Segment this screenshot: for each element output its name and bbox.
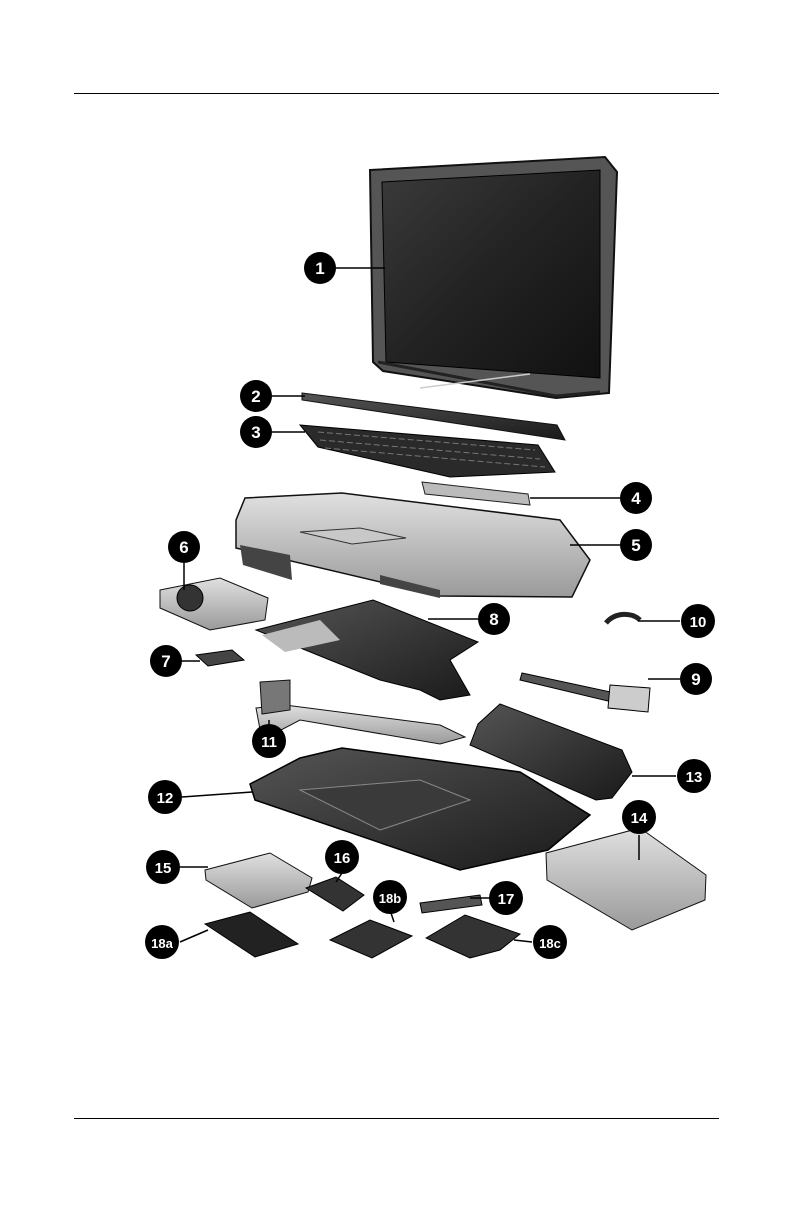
svg-text:5: 5: [631, 536, 640, 555]
svg-text:18a: 18a: [151, 936, 173, 951]
usb-audio-board: [520, 673, 650, 712]
svg-text:2: 2: [251, 387, 260, 406]
svg-text:16: 16: [334, 850, 351, 867]
svg-text:15: 15: [155, 860, 172, 877]
callout-2: 2: [240, 380, 272, 412]
callout-18b: 18b: [373, 880, 407, 914]
svg-text:11: 11: [261, 734, 277, 751]
svg-text:1: 1: [315, 259, 324, 278]
svg-text:4: 4: [631, 489, 641, 508]
callout-4: 4: [620, 482, 652, 514]
wlan-cover: [426, 915, 520, 958]
svg-text:7: 7: [161, 652, 170, 671]
svg-text:3: 3: [251, 423, 260, 442]
svg-text:8: 8: [489, 610, 498, 629]
memory-cover: [330, 920, 412, 958]
callout-6: 6: [168, 531, 200, 563]
power-cable: [606, 614, 640, 623]
optical-drive: [546, 828, 706, 930]
svg-text:17: 17: [498, 891, 515, 908]
callout-10: 10: [681, 604, 715, 638]
callout-17: 17: [489, 881, 523, 915]
svg-text:10: 10: [690, 614, 707, 631]
wlan-module: [306, 877, 364, 911]
callout-5: 5: [620, 529, 652, 561]
display-assembly: [370, 157, 617, 398]
svg-text:12: 12: [157, 790, 174, 807]
top-cover: [236, 493, 590, 598]
processor: [196, 650, 244, 666]
callout-11: 11: [252, 724, 286, 758]
svg-text:13: 13: [686, 769, 703, 786]
callout-15: 15: [146, 850, 180, 884]
svg-text:14: 14: [631, 810, 648, 827]
callout-7: 7: [150, 645, 182, 677]
callout-13: 13: [677, 759, 711, 793]
hard-drive: [205, 853, 312, 908]
callout-1: 1: [304, 252, 336, 284]
fan-heatsink: [160, 578, 268, 630]
callout-9: 9: [680, 663, 712, 695]
callout-16: 16: [325, 840, 359, 874]
callout-18c: 18c: [533, 925, 567, 959]
svg-text:18c: 18c: [539, 936, 561, 951]
callout-12: 12: [148, 780, 182, 814]
callout-8: 8: [478, 603, 510, 635]
hard-drive-cover: [205, 912, 298, 957]
callout-18a: 18a: [145, 925, 179, 959]
svg-text:6: 6: [179, 538, 188, 557]
callout-14: 14: [622, 800, 656, 834]
svg-text:9: 9: [691, 670, 700, 689]
svg-text:18b: 18b: [379, 891, 401, 906]
callout-3: 3: [240, 416, 272, 448]
led-board: [422, 482, 530, 505]
